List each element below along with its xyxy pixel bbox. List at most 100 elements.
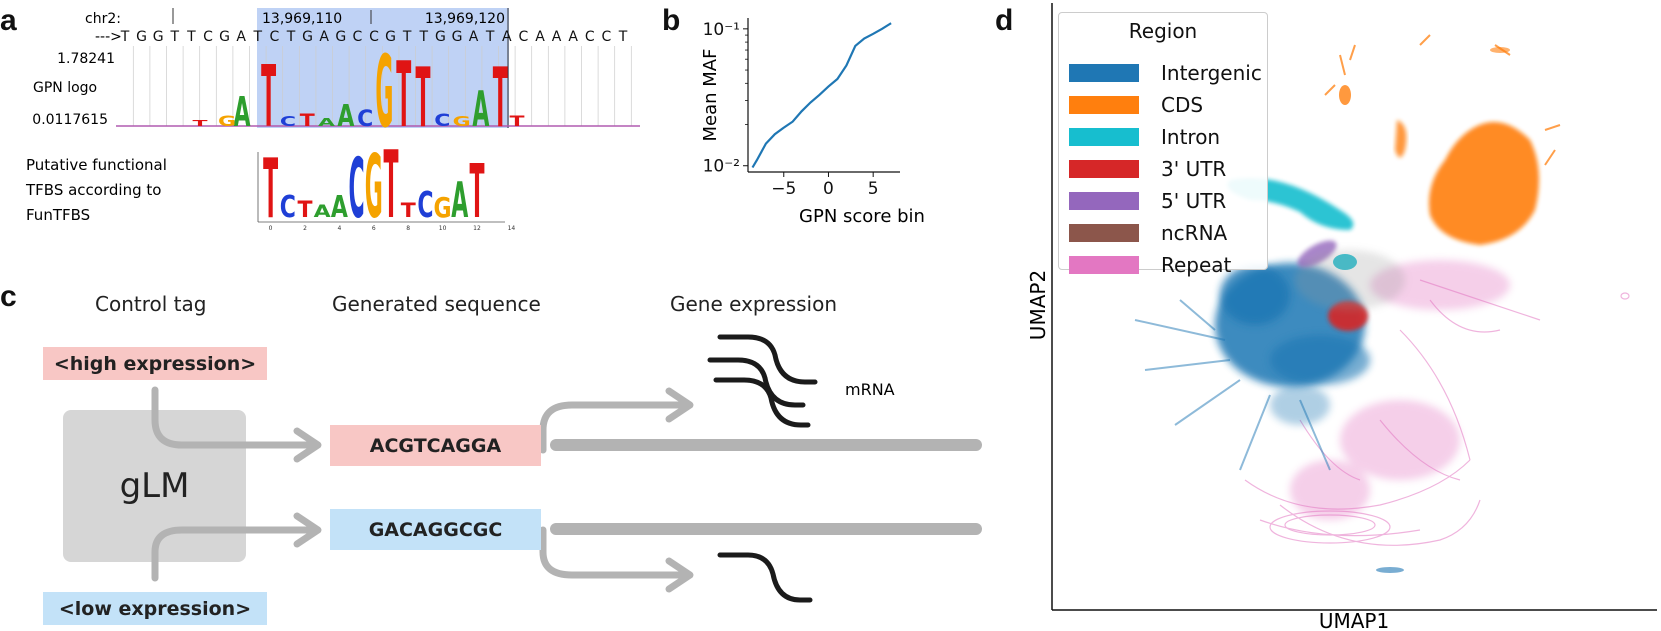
gpn-logo-letter: T <box>416 51 431 147</box>
x-tick-label: −5 <box>771 179 796 199</box>
legend-label: Intergenic <box>1161 61 1262 85</box>
low-tag-arrow <box>151 526 314 582</box>
panel-label-c: c <box>0 280 17 313</box>
legend-label: CDS <box>1161 93 1204 117</box>
motif-tick-label: 2 <box>303 225 307 232</box>
legend-label: 5' UTR <box>1161 189 1227 213</box>
motif-logo-letter: T <box>401 199 416 221</box>
y-tick-label: 10⁻² <box>703 157 740 177</box>
motif-tick-label: 6 <box>372 225 376 232</box>
legend-label: 3' UTR <box>1161 157 1227 181</box>
motif-logo-letter: C <box>280 191 296 225</box>
motif-logo-letter: A <box>451 173 468 230</box>
sequence-base: T <box>402 29 412 45</box>
sequence-base: T <box>618 29 628 45</box>
sequence-base: A <box>502 29 512 45</box>
sequence-base: G <box>335 29 346 45</box>
legend-item-5utr: 5' UTR <box>1069 188 1226 214</box>
gpn-logo-letter: A <box>233 87 250 136</box>
gene-expression-header: Gene expression <box>670 292 838 316</box>
strand-arrow-label: ---> <box>95 29 122 45</box>
generation-flow-diagram: mRNA <box>63 334 982 603</box>
gpn-logo-letter: C <box>280 114 296 130</box>
gpn-logo-letter: A <box>337 100 355 134</box>
low-tag-arrowhead <box>293 512 322 548</box>
sequence-base: A <box>552 29 562 45</box>
x-tick-label: 5 <box>868 179 879 199</box>
gpn-logo-letter: A <box>472 82 489 139</box>
flow-arrows <box>151 386 694 593</box>
motif-logo-letter: T <box>383 130 398 239</box>
logo-axis-top: 1.78241 <box>57 51 115 67</box>
cluster-cds <box>1324 34 1561 245</box>
high-expression-arrow <box>539 401 686 454</box>
chart-series <box>751 22 892 169</box>
sequence-base: T <box>419 29 429 45</box>
chart-axes <box>747 18 900 173</box>
low-expression-arrowhead <box>665 557 694 593</box>
legend-item-ncrna: ncRNA <box>1069 220 1227 246</box>
cluster-repeat-dense <box>1290 260 1510 520</box>
legend-title: Region <box>1128 19 1198 43</box>
legend-label: Repeat <box>1161 253 1232 277</box>
legend-swatch <box>1069 128 1139 146</box>
motif-logo-letter: G <box>434 192 452 224</box>
sequence-base: T <box>120 29 130 45</box>
gpn-logo-letter: T <box>261 47 276 147</box>
panel-label-d: d <box>995 4 1014 37</box>
gpn-logo-letter: G <box>453 114 471 130</box>
gpn-logo-letter: A <box>318 117 336 130</box>
region-legend: Region Intergenic CDS Intron 3' UTR 5' U… <box>1058 12 1268 277</box>
sequence-base: A <box>319 29 329 45</box>
legend-item-intron: Intron <box>1069 124 1220 150</box>
motif-logo-letter: G <box>365 137 383 239</box>
legend-swatch <box>1069 224 1139 242</box>
sequence-base: A <box>535 29 545 45</box>
sequence-base: A <box>469 29 479 45</box>
sequence-base: C <box>602 29 612 45</box>
sequence-base: G <box>435 29 446 45</box>
legend-item-3utr: 3' UTR <box>1069 156 1226 182</box>
gpn-logo-letter: C <box>357 107 373 132</box>
motif-heading-line1: Putative functional <box>26 156 167 174</box>
motif-tick-label: 12 <box>473 225 481 232</box>
logo-axis-bottom: 0.0117615 <box>32 112 108 128</box>
glm-label: gLM <box>119 466 190 506</box>
high-tag-arrowhead <box>293 427 322 463</box>
umap-x-label: UMAP1 <box>1319 609 1389 631</box>
motif-logo-letter: T <box>469 148 484 235</box>
motif-tick-label: 10 <box>439 225 447 232</box>
chr-label: chr2: <box>85 11 121 27</box>
generated-sequence-low: GACAGGCGC <box>330 509 541 550</box>
motif-tick-label: 0 <box>269 225 273 232</box>
sequence-base: A <box>236 29 246 45</box>
motif-heading-line3: FunTFBS <box>26 206 90 224</box>
legend-label: ncRNA <box>1161 221 1228 245</box>
sequence-base: T <box>253 29 263 45</box>
legend-item-cds: CDS <box>1069 92 1203 118</box>
sequence-base: G <box>136 29 147 45</box>
sequence-base: G <box>302 29 313 45</box>
motif-logo-letter: T <box>298 198 313 223</box>
umap-scatter: UMAP1 UMAP2 <box>1026 3 1657 631</box>
gpn-logo-letter: T <box>396 42 411 148</box>
umap-clusters <box>1134 34 1630 573</box>
legend-swatch <box>1069 256 1139 274</box>
y-axis-label: Mean MAF <box>700 49 721 142</box>
motif-tick-label: 8 <box>406 225 410 232</box>
motif-logo-letter: T <box>263 142 278 238</box>
gpn-logo-letter: G <box>375 35 393 150</box>
gpn-logo-letter: T <box>300 111 316 130</box>
control-tag-header: Control tag <box>95 292 207 316</box>
sequence-base: C <box>585 29 595 45</box>
column-gridlines <box>132 46 632 126</box>
high-tag-arrow <box>151 386 314 449</box>
low-expression-arrow <box>539 526 686 579</box>
gpn-logo-letter: G <box>218 114 236 130</box>
motif-heading-line2: TFBS according to <box>25 181 161 199</box>
motif-logo-letter: A <box>331 191 349 225</box>
x-axis-label: GPN score bin <box>799 206 925 227</box>
sequence-base: A <box>568 29 578 45</box>
